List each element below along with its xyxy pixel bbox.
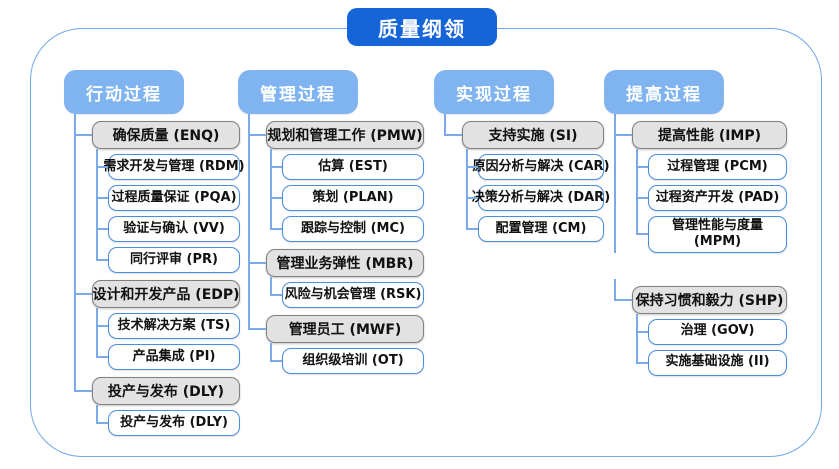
- group-node: 提高性能 (IMP): [632, 121, 787, 149]
- leaf-item: 需求开发与管理 (RDM): [96, 149, 245, 180]
- leaf-item: 策划 (PLAN): [270, 180, 424, 211]
- leaf-node: 原因分析与解决 (CAR): [472, 154, 610, 180]
- leaf-node: 组织级培训 (OT): [282, 348, 424, 374]
- process-group: 管理员工 (MWF) 组织级培训 (OT): [248, 308, 424, 374]
- leaf-node: 投产与发布 (DLY): [108, 410, 240, 436]
- column-header: 行动过程: [64, 70, 184, 114]
- process-group: 确保质量 (ENQ) 需求开发与管理 (RDM) 过程质量保证 (PQA) 验证与确认…: [74, 114, 245, 273]
- process-group: 投产与发布 (DLY) 投产与发布 (DLY): [74, 370, 240, 436]
- process-group: 设计和开发产品 (EDP) 技术解决方案 (TS) 产品集成 (PI): [74, 273, 240, 370]
- leaf-item: 管理性能与度量 (MPM): [636, 211, 787, 253]
- leaf-item: 产品集成 (PI): [96, 339, 240, 370]
- leaf-node: 同行评审 (PR): [108, 247, 240, 273]
- leaf-item: 实施基础设施 (II): [636, 344, 787, 376]
- leaf-list: 需求开发与管理 (RDM) 过程质量保证 (PQA) 验证与确认 (VV) 同行评审 …: [96, 149, 245, 273]
- group-list: 确保质量 (ENQ) 需求开发与管理 (RDM) 过程质量保证 (PQA) 验证与确认…: [74, 114, 245, 436]
- leaf-list: 风险与机会管理 (RSK): [270, 277, 424, 308]
- leaf-item: 原因分析与解决 (CAR): [466, 149, 610, 180]
- process-column: 实现过程支持实施 (SI) 原因分析与解决 (CAR) 决策分析与解决 (DAR) 配…: [432, 70, 610, 242]
- leaf-node: 风险与机会管理 (RSK): [282, 282, 424, 308]
- leaf-item: 治理 (GOV): [636, 313, 787, 345]
- leaf-list: 治理 (GOV) 实施基础设施 (II): [636, 313, 787, 376]
- group-node: 管理业务弹性 (MBR): [266, 249, 424, 277]
- leaf-list: 原因分析与解决 (CAR) 决策分析与解决 (DAR) 配置管理 (CM): [466, 149, 610, 242]
- leaf-node: 策划 (PLAN): [282, 185, 424, 211]
- group-list: 支持实施 (SI) 原因分析与解决 (CAR) 决策分析与解决 (DAR) 配置管理 …: [444, 114, 610, 242]
- group-node: 投产与发布 (DLY): [92, 377, 240, 405]
- group-node: 支持实施 (SI): [462, 121, 604, 149]
- leaf-item: 过程管理 (PCM): [636, 149, 787, 180]
- leaf-item: 验证与确认 (VV): [96, 211, 240, 242]
- group-node: 管理员工 (MWF): [266, 315, 424, 343]
- group-node: 确保质量 (ENQ): [92, 121, 240, 149]
- diagram-title: 质量纲领: [347, 8, 497, 46]
- leaf-item: 组织级培训 (OT): [270, 343, 424, 374]
- leaf-node: 跟踪与控制 (MC): [282, 216, 424, 242]
- leaf-list: 投产与发布 (DLY): [96, 405, 240, 436]
- leaf-item: 过程资产开发 (PAD): [636, 180, 787, 211]
- leaf-node: 需求开发与管理 (RDM): [103, 154, 245, 180]
- process-group: 管理业务弹性 (MBR) 风险与机会管理 (RSK): [248, 242, 424, 308]
- leaf-item: 技术解决方案 (TS): [96, 308, 240, 339]
- leaf-item: 同行评审 (PR): [96, 242, 240, 273]
- process-column: 提高过程提高性能 (IMP) 过程管理 (PCM) 过程资产开发 (PAD) 管理性能…: [602, 70, 787, 376]
- group-node: 保持习惯和毅力 (SHP): [632, 285, 787, 314]
- column-header: 管理过程: [238, 70, 358, 114]
- leaf-node: 管理性能与度量 (MPM): [648, 216, 787, 253]
- process-column: 行动过程确保质量 (ENQ) 需求开发与管理 (RDM) 过程质量保证 (PQA) 验…: [62, 70, 245, 436]
- group-list: 提高性能 (IMP) 过程管理 (PCM) 过程资产开发 (PAD) 管理性能与度量 …: [614, 114, 787, 376]
- leaf-list: 组织级培训 (OT): [270, 343, 424, 374]
- leaf-item: 配置管理 (CM): [466, 211, 604, 242]
- leaf-node: 验证与确认 (VV): [108, 216, 240, 242]
- leaf-node: 过程管理 (PCM): [648, 154, 787, 180]
- column-header: 实现过程: [434, 70, 554, 114]
- leaf-list: 技术解决方案 (TS) 产品集成 (PI): [96, 308, 240, 370]
- leaf-node: 产品集成 (PI): [108, 344, 240, 370]
- column-header: 提高过程: [604, 70, 724, 114]
- leaf-list: 过程管理 (PCM) 过程资产开发 (PAD) 管理性能与度量 (MPM): [636, 149, 787, 253]
- leaf-node: 治理 (GOV): [648, 318, 787, 345]
- leaf-item: 跟踪与控制 (MC): [270, 211, 424, 242]
- leaf-node: 估算 (EST): [282, 154, 424, 180]
- group-list: 规划和管理工作 (PMW) 估算 (EST) 策划 (PLAN) 跟踪与控制 (MC)…: [248, 114, 424, 374]
- group-node: 规划和管理工作 (PMW): [266, 121, 424, 149]
- leaf-item: 投产与发布 (DLY): [96, 405, 240, 436]
- process-group: 支持实施 (SI) 原因分析与解决 (CAR) 决策分析与解决 (DAR) 配置管理 …: [444, 114, 610, 242]
- leaf-item: 过程质量保证 (PQA): [96, 180, 240, 211]
- leaf-item: 估算 (EST): [270, 149, 424, 180]
- leaf-node: 实施基础设施 (II): [648, 349, 787, 376]
- process-group: 提高性能 (IMP) 过程管理 (PCM) 过程资产开发 (PAD) 管理性能与度量 …: [614, 114, 787, 253]
- process-column: 管理过程规划和管理工作 (PMW) 估算 (EST) 策划 (PLAN) 跟踪与控制 …: [236, 70, 424, 374]
- leaf-node: 技术解决方案 (TS): [108, 313, 240, 339]
- leaf-item: 风险与机会管理 (RSK): [270, 277, 424, 308]
- leaf-item: 决策分析与解决 (DAR): [466, 180, 610, 211]
- leaf-node: 过程资产开发 (PAD): [648, 185, 787, 211]
- group-node: 设计和开发产品 (EDP): [92, 280, 240, 308]
- process-group: 规划和管理工作 (PMW) 估算 (EST) 策划 (PLAN) 跟踪与控制 (MC): [248, 114, 424, 242]
- leaf-node: 决策分析与解决 (DAR): [472, 185, 610, 211]
- leaf-node: 配置管理 (CM): [478, 216, 604, 242]
- process-group: 保持习惯和毅力 (SHP) 治理 (GOV) 实施基础设施 (II): [614, 278, 787, 376]
- leaf-list: 估算 (EST) 策划 (PLAN) 跟踪与控制 (MC): [270, 149, 424, 242]
- leaf-node: 过程质量保证 (PQA): [108, 185, 240, 211]
